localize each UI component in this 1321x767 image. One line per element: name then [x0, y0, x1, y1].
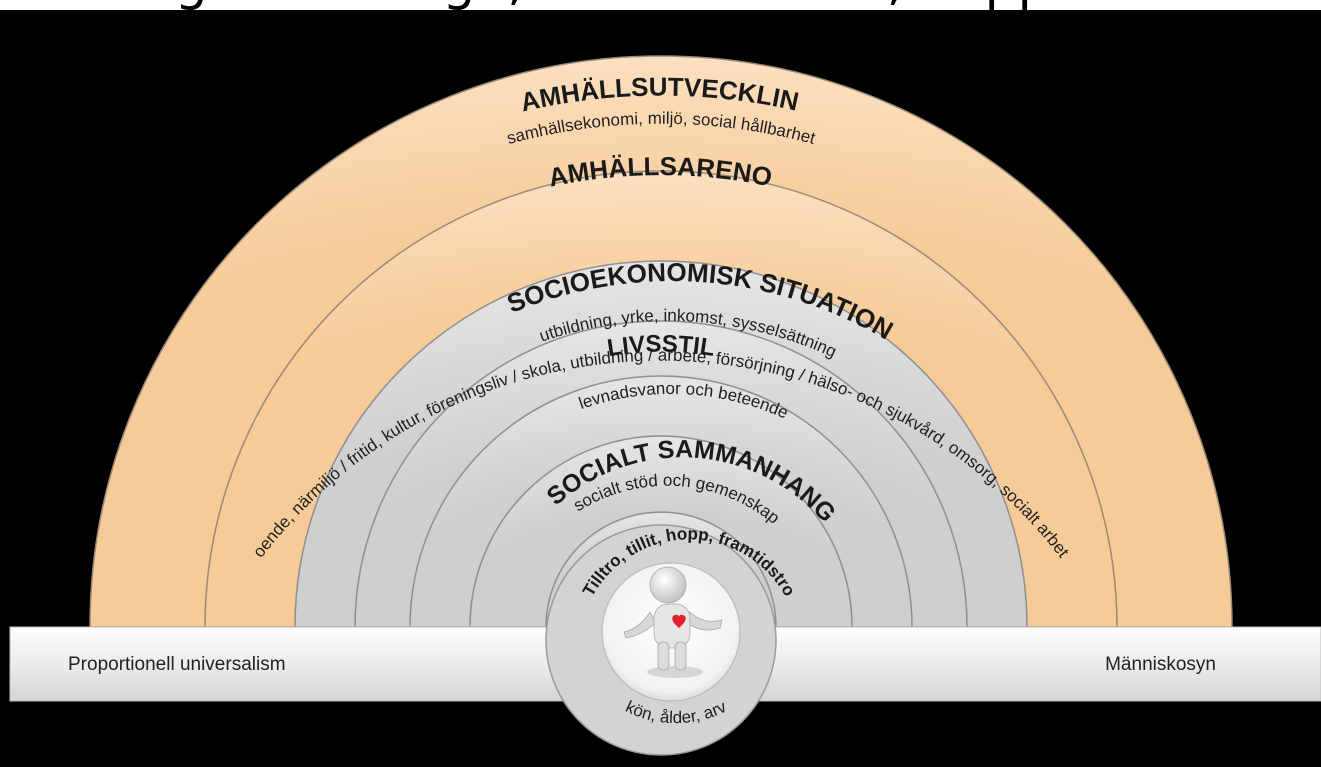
- heart-icon: [672, 614, 686, 628]
- header-fragment-text: … till egen förmåga, tillit till andra, …: [0, 0, 1321, 8]
- header-strip: … till egen förmåga, tillit till andra, …: [0, 0, 1321, 10]
- bar-right-label: Människosyn: [1105, 654, 1216, 675]
- livsstil-title: LIVSSTIL: [605, 331, 716, 362]
- bar-left-label: Proportionell universalism: [68, 654, 286, 675]
- person-figure-icon: [623, 566, 723, 678]
